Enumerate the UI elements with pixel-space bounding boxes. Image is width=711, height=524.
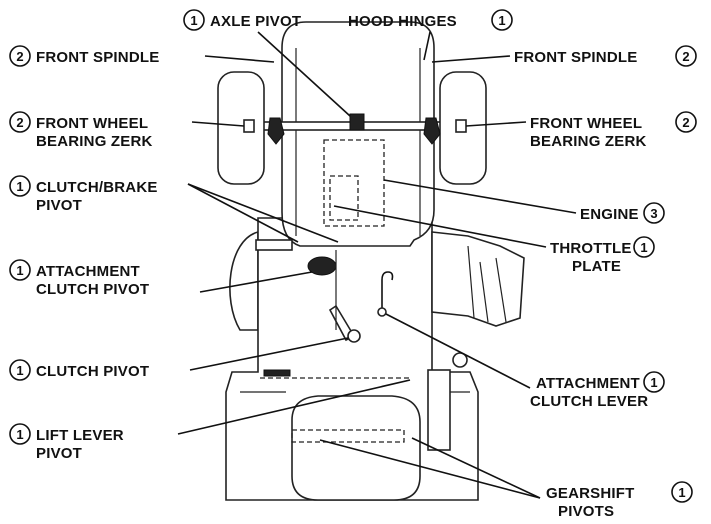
- count-badge: [491, 9, 513, 31]
- count-badge: [633, 236, 655, 258]
- count-text: 3: [650, 206, 657, 221]
- callout-label: ENGINE: [580, 206, 639, 223]
- callout-label-line2: CLUTCH LEVER: [530, 393, 648, 410]
- callout-label: CLUTCH PIVOT: [36, 363, 149, 380]
- count-badge: [183, 9, 205, 31]
- callout-clutch-brake-pivot: 1 CLUTCH/BRAKE PIVOT: [9, 175, 158, 214]
- callout-front-spindle-right: FRONT SPINDLE 2: [514, 45, 697, 67]
- count-badge: [643, 202, 665, 224]
- count-text: 1: [16, 263, 23, 278]
- callout-label-line2: PIVOTS: [558, 503, 614, 520]
- callout-label-line1: THROTTLE: [550, 240, 632, 257]
- engine-carb: [329, 175, 359, 221]
- discharge-chute: [431, 231, 525, 327]
- callout-label-line1: GEARSHIFT: [546, 485, 634, 502]
- callout-label-line2: PIVOT: [36, 197, 82, 214]
- callout-label-line1: FRONT WHEEL: [36, 115, 148, 132]
- callout-hood-hinges: HOOD HINGES 1: [348, 9, 513, 31]
- callout-label-line2: BEARING ZERK: [530, 133, 647, 150]
- callout-axle-pivot: 1 AXLE PIVOT: [183, 9, 301, 31]
- zerk-left: [243, 119, 255, 133]
- count-badge: [9, 423, 31, 445]
- callout-label: AXLE PIVOT: [210, 13, 301, 30]
- count-badge: [675, 111, 697, 133]
- callout-label-line1: FRONT WHEEL: [530, 115, 642, 132]
- engine-block: [323, 139, 385, 227]
- callout-attachment-clutch-pivot: 1 ATTACHMENT CLUTCH PIVOT: [9, 259, 149, 298]
- count-text: 2: [682, 115, 689, 130]
- callout-label: FRONT SPINDLE: [514, 49, 637, 66]
- chute-ribs: [467, 245, 507, 323]
- callout-label-line1: CLUTCH/BRAKE: [36, 179, 158, 196]
- callout-label-line2: CLUTCH PIVOT: [36, 281, 149, 298]
- callout-engine: ENGINE 3: [580, 202, 665, 224]
- count-text: 1: [16, 427, 23, 442]
- spindle-right: [423, 117, 441, 145]
- zerk-right: [455, 119, 467, 133]
- count-text: 2: [16, 115, 23, 130]
- count-text: 1: [16, 179, 23, 194]
- count-badge: [9, 259, 31, 281]
- count-badge: [671, 481, 693, 503]
- attachment-pivot-point: [307, 256, 337, 276]
- count-text: 1: [650, 375, 657, 390]
- lift-knob: [452, 352, 468, 368]
- count-badge: [9, 175, 31, 197]
- callout-gearshift-pivots: GEARSHIFT 1 PIVOTS: [546, 481, 693, 520]
- callout-label: HOOD HINGES: [348, 13, 457, 30]
- count-text: 2: [682, 49, 689, 64]
- callout-lift-lever-pivot: 1 LIFT LEVER PIVOT: [9, 423, 124, 462]
- count-badge: [675, 45, 697, 67]
- gearshift-slot: [427, 369, 451, 451]
- clutch-pivot-point: [347, 329, 361, 343]
- count-badge: [9, 359, 31, 381]
- count-text: 1: [190, 13, 197, 28]
- attachment-lever-pivot: [377, 307, 387, 317]
- count-badge: [9, 45, 31, 67]
- callout-front-spindle-left: 2 FRONT SPINDLE: [9, 45, 159, 67]
- callout-clutch-pivot: 1 CLUTCH PIVOT: [9, 359, 149, 381]
- seat: [291, 395, 421, 501]
- callout-label-line2: PIVOT: [36, 445, 82, 462]
- pedal-plate: [255, 239, 293, 251]
- count-text: 1: [640, 240, 647, 255]
- callout-front-wheel-bearing-zerk-right: FRONT WHEEL BEARING ZERK 2: [530, 111, 697, 150]
- callout-label-line1: ATTACHMENT: [36, 263, 140, 280]
- count-text: 1: [678, 485, 685, 500]
- callout-attachment-clutch-lever: ATTACHMENT 1 CLUTCH LEVER: [530, 371, 665, 410]
- lift-plate: [263, 369, 291, 377]
- count-text: 2: [16, 49, 23, 64]
- count-badge: [643, 371, 665, 393]
- leader-lines: [177, 31, 577, 499]
- count-text: 1: [498, 13, 505, 28]
- callout-label-line1: ATTACHMENT: [536, 375, 640, 392]
- callout-throttle-plate: THROTTLE 1 PLATE: [550, 236, 655, 275]
- front-wheel-left: [217, 71, 265, 185]
- axle-pivot-block: [349, 113, 365, 131]
- callout-label-line2: BEARING ZERK: [36, 133, 153, 150]
- count-badge: [9, 111, 31, 133]
- callout-label-line2: PLATE: [572, 258, 621, 275]
- tractor: [217, 21, 525, 501]
- count-text: 1: [16, 363, 23, 378]
- spindle-left: [267, 117, 285, 145]
- attachment-lever-handle: [381, 271, 394, 312]
- rear-wheel-left: [229, 230, 259, 331]
- callout-label: FRONT SPINDLE: [36, 49, 159, 66]
- callout-label-line1: LIFT LEVER: [36, 427, 124, 444]
- callout-front-wheel-bearing-zerk-left: 2 FRONT WHEEL BEARING ZERK: [9, 111, 153, 150]
- gearshift-rod: [291, 429, 405, 443]
